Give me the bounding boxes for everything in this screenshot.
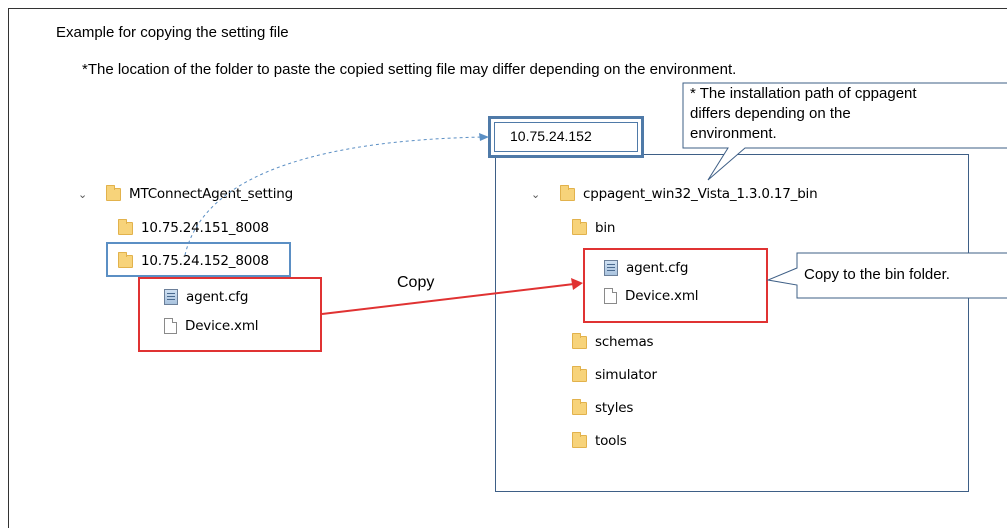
callout-bin bbox=[766, 252, 1007, 299]
left-file-device-xml[interactable]: Device.xml bbox=[164, 318, 259, 334]
folder-icon bbox=[572, 218, 587, 235]
heading: Example for copying the setting file bbox=[56, 24, 289, 41]
folder-icon bbox=[572, 365, 587, 382]
config-file-icon bbox=[164, 289, 178, 305]
ip-box bbox=[488, 116, 644, 158]
schemas-folder[interactable]: schemas bbox=[572, 332, 654, 350]
document-icon bbox=[164, 318, 177, 334]
bin-folder-label: bin bbox=[595, 220, 616, 236]
environment-note: *The location of the folder to paste the… bbox=[82, 61, 737, 78]
ip-address: 10.75.24.152 bbox=[510, 128, 592, 144]
styles-folder[interactable]: styles bbox=[572, 398, 634, 416]
right-root-label: cppagent_win32_Vista_1.3.0.17_bin bbox=[583, 186, 818, 202]
folder-icon bbox=[560, 184, 575, 201]
callout-bin-text: Copy to the bin folder. bbox=[804, 266, 950, 283]
document-icon bbox=[604, 288, 617, 304]
folder-label: 10.75.24.151_8008 bbox=[141, 220, 269, 236]
folder-icon bbox=[106, 184, 121, 201]
file-label: Device.xml bbox=[185, 318, 259, 334]
bin-folder[interactable]: bin bbox=[572, 218, 616, 236]
folder-label: 10.75.24.152_8008 bbox=[141, 253, 269, 269]
right-file-device-xml[interactable]: Device.xml bbox=[604, 288, 699, 304]
chevron-down-icon[interactable]: ⌄ bbox=[531, 188, 541, 201]
file-label: Device.xml bbox=[625, 288, 699, 304]
callout-install-path bbox=[682, 82, 1007, 181]
dashed-arrowhead bbox=[479, 133, 489, 141]
left-root-label: MTConnectAgent_setting bbox=[129, 186, 294, 202]
callout-install-line: differs depending on the bbox=[690, 105, 851, 122]
right-file-agent-cfg[interactable]: agent.cfg bbox=[604, 260, 688, 276]
connector-overlay bbox=[184, 82, 1007, 315]
callout-install-line: environment. bbox=[690, 125, 777, 142]
folder-item-151[interactable]: 10.75.24.151_8008 bbox=[118, 218, 269, 236]
folder-item-152[interactable]: 10.75.24.152_8008 bbox=[118, 251, 269, 269]
source-folder-highlight bbox=[106, 242, 291, 277]
source-files-highlight bbox=[138, 277, 322, 352]
callout-install-line: * The installation path of cppagent bbox=[690, 85, 917, 102]
callout-install-text: * The installation path of cppagent diff… bbox=[690, 84, 917, 144]
folder-label: styles bbox=[595, 400, 634, 416]
copy-arrowhead bbox=[571, 278, 583, 290]
folder-icon bbox=[118, 251, 133, 268]
left-file-agent-cfg[interactable]: agent.cfg bbox=[164, 289, 248, 305]
tools-folder[interactable]: tools bbox=[572, 431, 627, 449]
chevron-down-icon[interactable]: ⌄ bbox=[78, 188, 88, 201]
folder-label: simulator bbox=[595, 367, 657, 383]
dashed-link-arrow bbox=[184, 136, 485, 256]
left-root-folder[interactable]: MTConnectAgent_setting bbox=[106, 184, 294, 202]
copy-label: Copy bbox=[397, 274, 435, 291]
folder-icon bbox=[572, 332, 587, 349]
folder-label: tools bbox=[595, 433, 627, 449]
folder-icon bbox=[118, 218, 133, 235]
right-root-folder[interactable]: cppagent_win32_Vista_1.3.0.17_bin bbox=[560, 184, 818, 202]
simulator-folder[interactable]: simulator bbox=[572, 365, 657, 383]
outer-frame bbox=[8, 8, 1007, 528]
config-file-icon bbox=[604, 260, 618, 276]
folder-label: schemas bbox=[595, 334, 654, 350]
copy-arrow bbox=[321, 283, 575, 315]
destination-files-highlight bbox=[583, 248, 768, 323]
file-label: agent.cfg bbox=[186, 289, 249, 305]
folder-icon bbox=[572, 431, 587, 448]
folder-icon bbox=[572, 398, 587, 415]
file-label: agent.cfg bbox=[626, 260, 689, 276]
